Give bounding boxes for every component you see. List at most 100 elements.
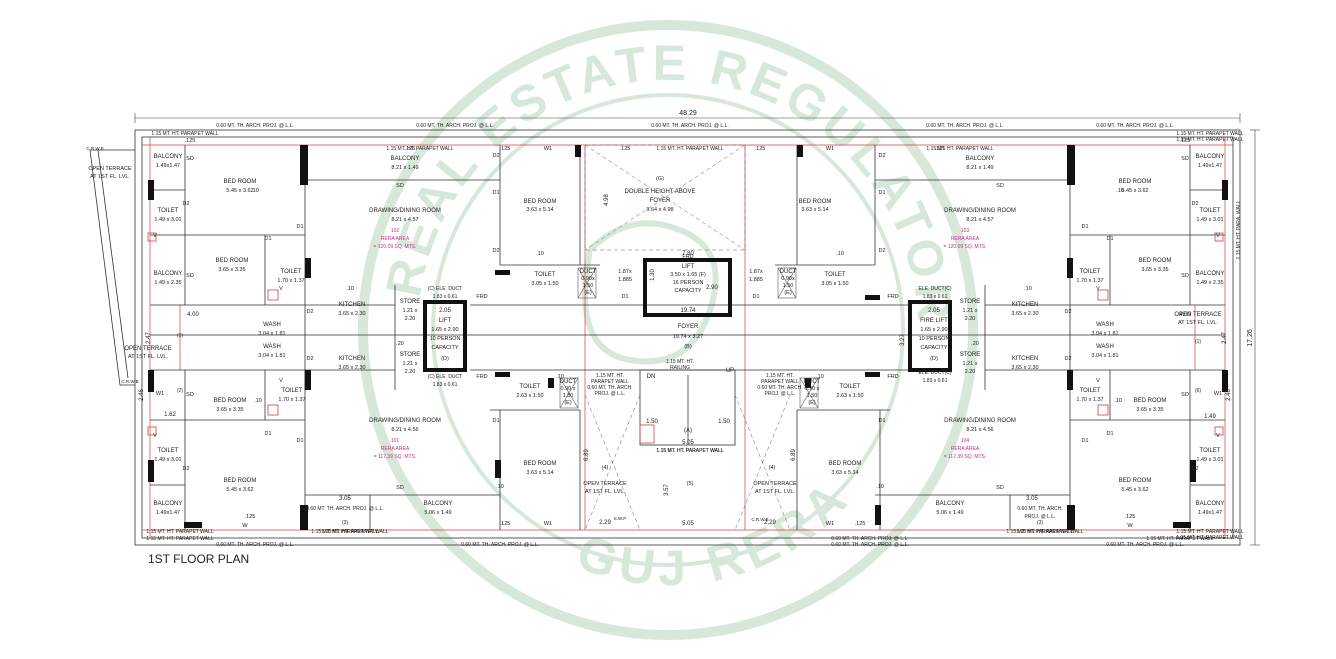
tag-pt125-61: .125 [755, 146, 766, 152]
label-224: C.R.W.B [86, 146, 103, 151]
label-152: PARAPET WALL [591, 379, 629, 385]
label-168: TOILET [840, 384, 861, 390]
label-31: 8.21 x 4.57 [391, 217, 418, 223]
label-52: BALCONY [1196, 154, 1225, 160]
label-148: 0.90 x [561, 386, 576, 392]
label-53: 1.49x1.47 [1198, 163, 1222, 169]
label-160: 1.15 MT. HT. [766, 373, 794, 379]
label-198: BED ROOM [224, 478, 257, 484]
label-231: (6) [1195, 388, 1201, 394]
label-63: 3.05 x 1.50 [531, 281, 558, 287]
label-129: 2.20 [405, 369, 416, 375]
label-107: FIRE LIFT [920, 318, 948, 324]
tag-pt125-57: .125 [185, 138, 196, 144]
label-119: WASH [1096, 322, 1114, 328]
label-105: 19.74 x 3.27 [673, 334, 703, 340]
tag-d1-28: D1 [621, 294, 628, 300]
label-156: RAILING [670, 365, 690, 371]
label-221: 0.60 MT. TH. ARCH. PROJ. @ L.L. [831, 536, 909, 542]
tag-pt10-79: .10 [836, 251, 844, 257]
label-41: BED ROOM [799, 199, 832, 205]
label-62: TOILET [535, 272, 556, 278]
label-79: (E) [784, 290, 792, 296]
label-202: BALCONY [424, 501, 453, 507]
dim-gap-229l: 2.29 [599, 520, 611, 526]
dim-v-2-46r: 2.46 [1226, 389, 1232, 401]
tag-w1-41: W1 [1214, 391, 1222, 397]
tag-d1-22: D1 [296, 224, 303, 230]
tag-pt10-77: .10 [816, 374, 824, 380]
label-59: 3.65 x 3.35 [218, 267, 245, 273]
label-139: WASH [1096, 344, 1114, 350]
tag-w1-38: W1 [544, 521, 552, 527]
tag-frd-42: FRD [476, 294, 487, 300]
tag-d1-35: D1 [1106, 431, 1113, 437]
label-142: 3.65 x 3.35 [216, 407, 243, 413]
label-2: 0.60 MT. TH. ARCH. PROJ. @ L.L. [651, 123, 729, 129]
label-5: 1.15 MT. HT. PARAPET WALL [151, 131, 218, 137]
label-98: AT 1ST FL. LVL. [128, 354, 168, 360]
label-154: PROJ. @ L.L. [595, 391, 626, 397]
label-7: 1.15 MT. HT. PARAPET WALL [656, 146, 723, 152]
label-86: BALCONY [1196, 271, 1225, 277]
label-108: 1.65 x 2.90 [920, 327, 947, 333]
label-13: 1.15 MT. HT. PARAPET WALL [321, 529, 388, 535]
label-190: 3.63 x 5.14 [831, 470, 858, 476]
label-102: CAPACITY [431, 345, 458, 351]
label-84: BED ROOM [1139, 258, 1172, 264]
dim-overall: 48.29 [679, 110, 697, 117]
label-103: (D) [441, 356, 449, 362]
label-200: BALCONY [154, 501, 183, 507]
tag-d2-13: D2 [878, 153, 885, 159]
label-175: 8.21 x 4.56 [391, 427, 418, 433]
tag-pt10-73: .10 [1114, 398, 1122, 404]
dim-v-2-46l: 2.46 [139, 389, 145, 401]
label-157: DN [647, 374, 656, 380]
tag-d1-31: D1 [492, 418, 499, 424]
label-140: 3.04 x 1.81 [1091, 353, 1118, 359]
tag-d1-34: D1 [1081, 438, 1088, 444]
label-171: 1.70 x 1.37 [1076, 397, 1103, 403]
label-172: BED ROOM [1134, 398, 1167, 404]
label-145: TOILET [520, 384, 541, 390]
label-178: = 117.39 SQ. MTS. [374, 454, 417, 460]
label-0: 0.60 MT. TH. ARCH. PROJ. @ L.L. [216, 123, 294, 129]
label-212: 0.60 MT. TH. ARCH. PROJ. @ L.L. [306, 506, 384, 512]
tag-sd-5: SD [1181, 273, 1189, 279]
dim-v-3-57: 3.57 [664, 484, 670, 496]
tag-d1-29: D1 [752, 294, 759, 300]
tag-frd-44: FRD [887, 294, 898, 300]
label-182: AT 1ST FL. LVL. [585, 489, 625, 495]
label-37: (G) [656, 176, 664, 182]
dim-right-off: 4.00 [1179, 312, 1191, 318]
dim-left-off: 4.00 [187, 312, 199, 318]
label-136: 1.83 x 0.61 [923, 378, 948, 384]
label-68: 1.87x [618, 269, 632, 275]
watermark-top-text: REAL ESTATE REGULATORY AUTHORITY [0, 0, 963, 325]
label-207: 1.49 x 3.01 [1196, 457, 1223, 463]
tag-d2-14: D2 [878, 248, 885, 254]
dim-v-1-30: 1.30 [650, 269, 656, 281]
label-138: 3.65 x 2.30 [1011, 365, 1038, 371]
label-76: DUCT [780, 269, 797, 275]
label-21: 1.49x1.47 [156, 163, 180, 169]
tag-sd-6: SD [396, 485, 404, 491]
tag-d2-17: D2 [1064, 309, 1071, 315]
label-116: 2.20 [965, 316, 976, 322]
label-47: 103 [961, 228, 970, 234]
label-14: 1.15 MT. HT. PARAPET WALL [1016, 529, 1083, 535]
tag-d2-12: D2 [492, 248, 499, 254]
label-188: (4) [769, 465, 776, 471]
label-48: RERA AREA [951, 236, 980, 242]
tag-d2-11: D2 [492, 153, 499, 159]
label-91: 1.21 x [403, 308, 418, 314]
label-150: (E) [564, 400, 572, 406]
label-141: BED ROOM [214, 398, 247, 404]
tag-frd-46: FRD [682, 254, 693, 260]
label-170: TOILET [1080, 388, 1101, 394]
label-220: 0.60 MT. TH. ARCH. PROJ. @ L.L. [216, 542, 294, 548]
label-211: 1.49x1.47 [1198, 510, 1222, 516]
room-labels: 0.60 MT. TH. ARCH. PROJ. @ L.L. 0.60 MT. … [86, 123, 1243, 548]
duct-marks [559, 267, 819, 409]
label-20: BALCONY [154, 154, 183, 160]
